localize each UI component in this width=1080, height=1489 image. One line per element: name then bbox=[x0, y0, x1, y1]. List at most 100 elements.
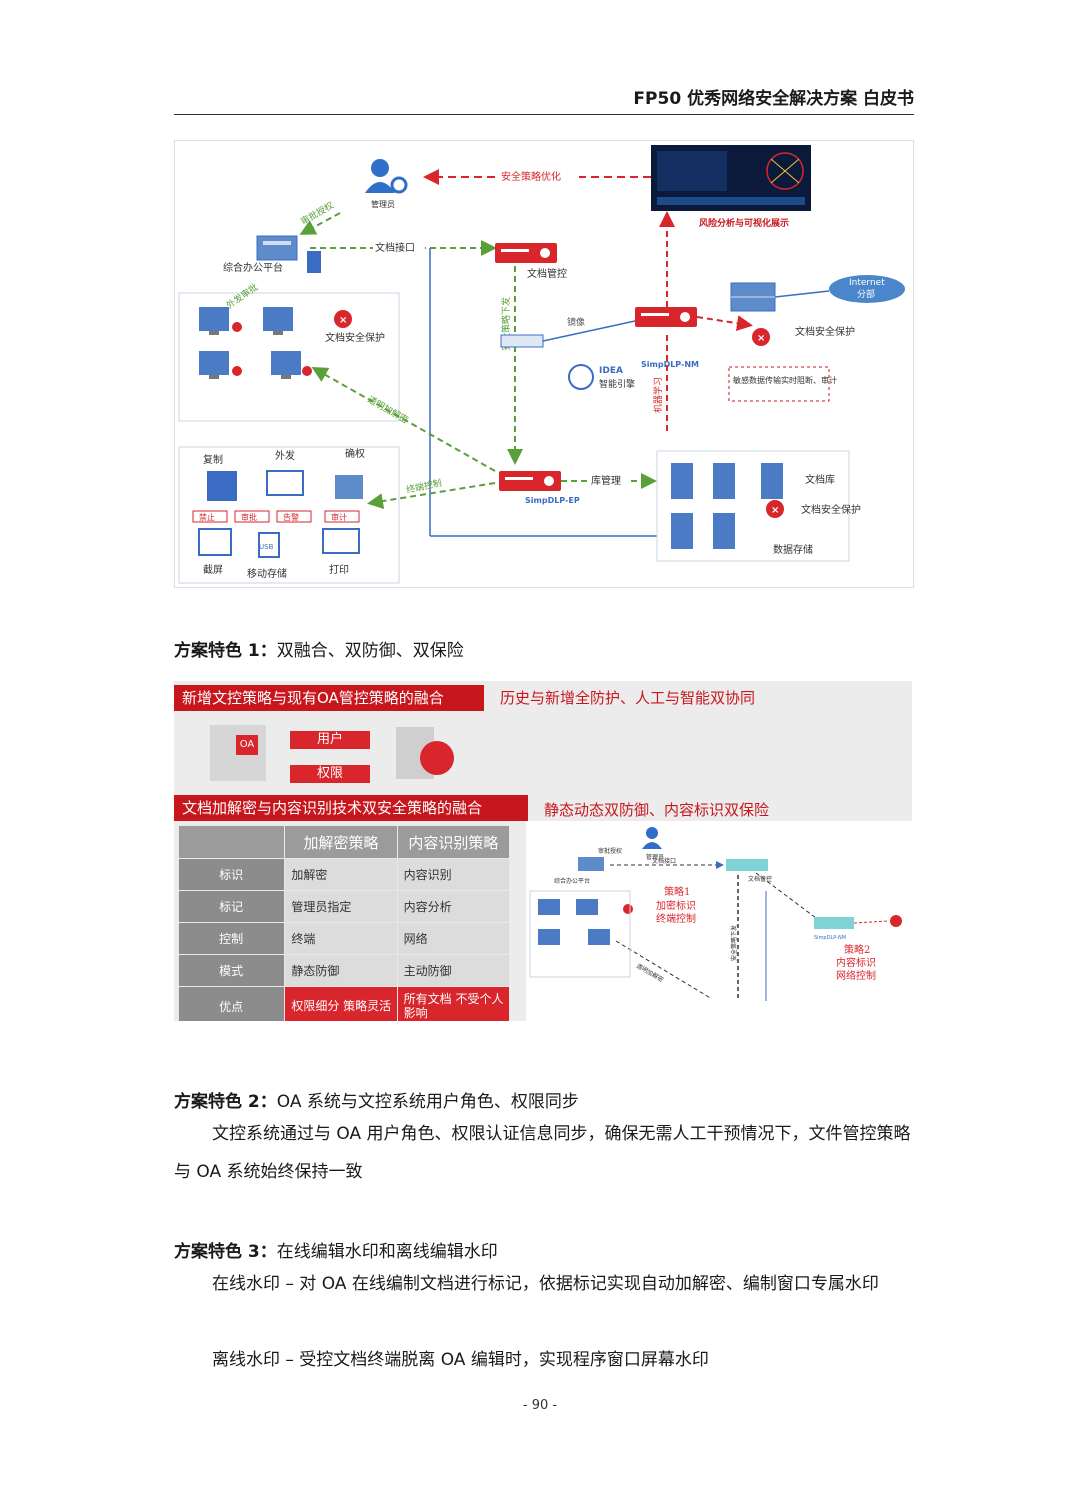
mirror-label: 镜像 bbox=[567, 316, 585, 328]
table-row: 优点 权限细分 策略灵活 所有文档 不受个人影响 bbox=[177, 986, 511, 1021]
row-header: 标记 bbox=[177, 890, 286, 923]
copy-label: 复制 bbox=[203, 453, 223, 466]
policy-opt-label: 安全策略优化 bbox=[501, 170, 561, 183]
doc-safe-label-3: 文档安全保护 bbox=[801, 503, 861, 516]
admin-label: 管理员 bbox=[371, 199, 395, 209]
mini-admin-icon bbox=[646, 827, 658, 839]
lib-mgmt-label: 库管理 bbox=[591, 474, 621, 487]
print-label: 打印 bbox=[329, 563, 349, 576]
table-cell: 内容分析 bbox=[396, 890, 511, 923]
strategy-1-line-1: 加密标识 bbox=[656, 899, 696, 912]
usb-label: USB bbox=[259, 543, 274, 551]
risk-label: 风险分析与可视化展示 bbox=[699, 217, 789, 229]
row-header: 控制 bbox=[177, 922, 286, 955]
ep-device bbox=[499, 471, 561, 491]
fusion-banner-2: 文档加解密与内容识别技术双安全策略的融合 bbox=[174, 795, 528, 821]
approval-label: 审批授权 bbox=[299, 199, 336, 227]
admin-icon bbox=[365, 159, 408, 194]
page-header: FP50 优秀网络安全解决方案 白皮书 bbox=[174, 86, 914, 115]
nm-label: SimpDLP-NM bbox=[641, 360, 699, 369]
fusion-slogan-1: 历史与新增全防护、人工与智能双协同 bbox=[500, 689, 756, 707]
table-header-row: 加解密策略 内容识别策略 bbox=[177, 825, 511, 859]
strategy-compare-table: 加解密策略 内容识别策略 标识 加解密 内容识别 标记 管理员指定 内容分析 控… bbox=[177, 825, 511, 1021]
mini-nm-label: SimpDLP-NM bbox=[814, 935, 846, 941]
mini-control-label: 文档管控 bbox=[748, 875, 772, 883]
mini-doc-control bbox=[726, 859, 768, 871]
mobile-storage-label: 移动存储 bbox=[247, 567, 287, 580]
table-row: 模式 静态防御 主动防御 bbox=[177, 954, 511, 987]
btn-forbid: 禁止 bbox=[199, 512, 215, 522]
strategy-2-line-2: 网络控制 bbox=[836, 969, 876, 982]
feature-1-label: 方案特色 1： bbox=[174, 641, 277, 661]
strategy-2-title: 策略2 bbox=[844, 943, 870, 956]
screenshot-label: 截屏 bbox=[203, 563, 223, 576]
copy-icon bbox=[207, 471, 237, 501]
ml-label: 机器学习 bbox=[652, 377, 664, 413]
screenshot-icon bbox=[198, 528, 232, 556]
nm-device bbox=[635, 307, 697, 327]
print-icon bbox=[322, 528, 360, 554]
internet-cloud-icon bbox=[829, 275, 905, 303]
block-icon bbox=[334, 310, 352, 328]
usb-icon bbox=[258, 532, 280, 558]
table-cell: 网络 bbox=[396, 922, 511, 955]
fusion-banner-1: 新增文控策略与现有OA管控策略的融合 bbox=[174, 685, 484, 711]
outbound-approval-label: 外发审批 bbox=[224, 281, 260, 311]
table-cell: 所有文档 不受个人影响 bbox=[396, 986, 511, 1021]
doc-interface-label: 文档接口 bbox=[375, 241, 415, 254]
doc-safe-label-1: 文档安全保护 bbox=[325, 331, 385, 344]
doc-control-device bbox=[495, 243, 557, 263]
doc-safe-label-2: 文档安全保护 bbox=[795, 325, 855, 338]
terminal-ctrl-label: 终端控制 bbox=[405, 477, 443, 496]
feature-3-label: 方案特色 3： bbox=[174, 1242, 277, 1262]
storage-servers bbox=[671, 463, 783, 549]
idea-brain-icon bbox=[568, 364, 594, 390]
lock-icon bbox=[335, 475, 363, 499]
mini-oa-icon bbox=[578, 857, 604, 871]
table-row: 控制 终端 网络 bbox=[177, 922, 511, 955]
mini-block-icon bbox=[890, 915, 902, 927]
engine-label: 智能引擎 bbox=[599, 378, 635, 390]
mail-icon bbox=[266, 470, 304, 496]
row-header: 优点 bbox=[177, 986, 286, 1021]
table-header-blank bbox=[177, 825, 286, 859]
table-cell: 终端 bbox=[284, 922, 398, 955]
header-title: FP50 优秀网络安全解决方案 白皮书 bbox=[633, 89, 914, 109]
oa-label: 综合办公平台 bbox=[223, 261, 283, 274]
sensitive-block-label: 敏感数据传输实时阻断、审计 bbox=[733, 375, 837, 385]
internet-label: Internet bbox=[849, 278, 885, 288]
mini-dist-label: 安全策略下发 bbox=[730, 925, 738, 961]
feature-3-online-watermark: 在线水印 – 对 OA 在线编制文档进行标记，依据标记实现自动加解密、编制窗口专… bbox=[212, 1274, 879, 1294]
fusion-slogan-2: 静态动态双防御、内容标识双保险 bbox=[544, 801, 770, 819]
row-header: 模式 bbox=[177, 954, 286, 987]
table-row: 标识 加解密 内容识别 bbox=[177, 858, 511, 891]
btn-audit: 审计 bbox=[331, 512, 347, 522]
feature-2-title: 方案特色 2：OA 系统与文控系统用户角色、权限同步 bbox=[174, 1087, 579, 1112]
block-icon-3 bbox=[766, 500, 784, 518]
feature-1-title: 方案特色 1：双融合、双防御、双保险 bbox=[174, 636, 464, 661]
risk-dashboard-screen bbox=[651, 145, 811, 211]
fusion-figure: 新增文控策略与现有OA管控策略的融合 历史与新增全防护、人工与智能双协同 OA … bbox=[174, 681, 912, 1021]
ep-label: SimpDLP-EP bbox=[525, 496, 580, 505]
feature-3-title: 方案特色 3：在线编辑水印和离线编辑水印 bbox=[174, 1237, 498, 1262]
table-cell: 加解密 bbox=[284, 858, 398, 891]
folder-icon bbox=[420, 741, 454, 775]
data-storage-label: 数据存储 bbox=[773, 543, 813, 556]
doc-lib-label: 文档库 bbox=[805, 473, 835, 486]
strategy-2-line-1: 内容标识 bbox=[836, 956, 876, 969]
mini-transparent-label: 透明加解密 bbox=[635, 962, 665, 984]
oa-server-icon: OA bbox=[210, 725, 266, 781]
strategy-1-title: 策略1 bbox=[664, 885, 690, 898]
svg-text:×: × bbox=[757, 333, 765, 344]
oa-badge: OA bbox=[236, 735, 258, 755]
row-header: 标识 bbox=[177, 858, 286, 891]
btn-approve: 审批 bbox=[241, 512, 257, 522]
feature-3-offline-watermark: 离线水印 – 受控文档终端脱离 OA 编辑时，实现程序窗口屏幕水印 bbox=[212, 1350, 709, 1370]
svg-text:×: × bbox=[771, 505, 779, 516]
feature-2-text: OA 系统与文控系统用户角色、权限同步 bbox=[276, 1092, 579, 1112]
block-icon-2 bbox=[752, 328, 770, 346]
feature-1-text: 双融合、双防御、双保险 bbox=[276, 641, 464, 661]
table-header-content: 内容识别策略 bbox=[396, 825, 511, 859]
mirror-switch bbox=[500, 334, 544, 348]
branch-label: 分部 bbox=[857, 288, 875, 300]
